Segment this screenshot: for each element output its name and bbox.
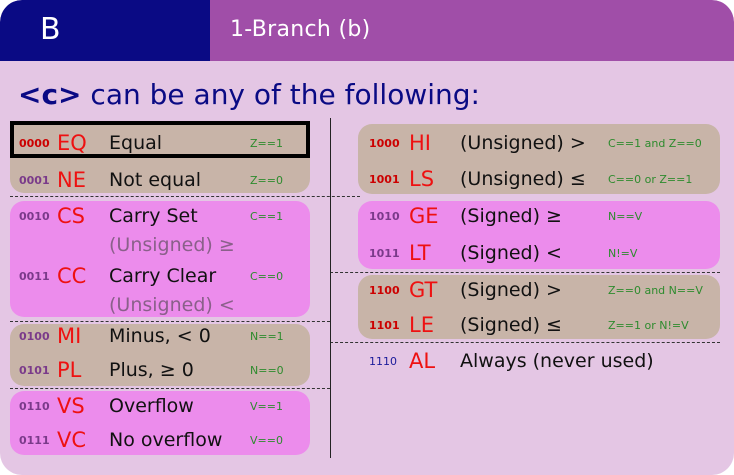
cond-flags: C==1 [250, 210, 284, 223]
cond-mnemonic: LS [409, 167, 435, 191]
selected-row-highlight [10, 121, 310, 158]
cond-desc: Plus, ≥ 0 [109, 359, 194, 381]
cond-code: 1001 [369, 173, 400, 186]
cond-code: 0010 [19, 210, 50, 223]
cond-mnemonic: MI [57, 324, 82, 348]
cond-desc: (Signed) > [460, 279, 562, 301]
cond-mnemonic: HI [409, 131, 431, 155]
cond-desc: Equal [109, 132, 163, 154]
header-title-block [210, 0, 734, 61]
cond-desc: (Unsigned) ≤ [460, 168, 586, 190]
cond-mnemonic: EQ [57, 131, 87, 155]
cond-mnemonic: GT [409, 278, 438, 302]
cond-mnemonic: VS [57, 394, 85, 418]
cond-desc: Overflow [109, 395, 194, 417]
group-gt-le [358, 275, 720, 339]
cond-desc-note: (Unsigned) < [109, 294, 235, 316]
cond-desc: No overflow [109, 429, 223, 451]
cond-flags: N!=V [608, 247, 638, 260]
group-cs-cc [10, 201, 310, 317]
cond-desc: Minus, < 0 [109, 325, 211, 347]
separator [10, 196, 360, 197]
cond-mnemonic: LE [409, 313, 434, 337]
cond-code: 1011 [369, 247, 400, 260]
cond-mnemonic: CC [57, 264, 87, 288]
separator [330, 342, 720, 343]
cond-desc: (Signed) ≤ [460, 314, 562, 336]
cond-code: 0000 [19, 137, 50, 150]
cond-flags: V==1 [250, 400, 283, 413]
cond-flags: Z==0 and N==V [608, 284, 703, 297]
header-title: 1-Branch (b) [230, 17, 371, 42]
group-mi-pl [10, 324, 310, 386]
cond-flags: N==0 [250, 364, 284, 377]
cond-mnemonic: NE [57, 168, 86, 192]
cond-code: 1100 [369, 284, 400, 297]
cond-desc: Carry Clear [109, 265, 217, 287]
group-hi-ls [358, 124, 720, 194]
group-ge-lt [358, 201, 720, 269]
cond-code: 1010 [369, 210, 400, 223]
column-divider [330, 118, 331, 458]
subtitle-code: <c> [18, 78, 82, 111]
cond-mnemonic: AL [409, 349, 436, 373]
cond-flags: Z==1 or N!=V [608, 319, 689, 332]
cond-desc: Always (never used) [460, 350, 654, 372]
group-vs-vc [10, 391, 310, 455]
cond-code: 0101 [19, 364, 50, 377]
cond-desc: (Unsigned) > [460, 132, 586, 154]
cond-code: 1000 [369, 137, 400, 150]
cond-desc: Not equal [109, 169, 202, 191]
cond-code: 1101 [369, 319, 400, 332]
cond-flags: Z==0 [250, 174, 283, 187]
header-letter-block [0, 0, 210, 61]
cond-flags: C==0 [250, 270, 284, 283]
header-letter: B [40, 12, 61, 47]
cond-desc: (Signed) < [460, 242, 562, 264]
cond-flags: V==0 [250, 434, 283, 447]
cond-flags: Z==1 [250, 137, 283, 150]
cond-code: 0110 [19, 400, 50, 413]
cond-desc: (Signed) ≥ [460, 205, 562, 227]
cond-desc-note: (Unsigned) ≥ [109, 234, 235, 256]
cond-code: 0100 [19, 330, 50, 343]
subtitle: <c> can be any of the following: [18, 78, 480, 112]
cond-code: 0111 [19, 434, 50, 447]
cond-flags: N==1 [250, 330, 284, 343]
separator [330, 272, 720, 273]
cond-mnemonic: CS [57, 204, 85, 228]
cond-code: 0001 [19, 174, 50, 187]
subtitle-rest: can be any of the following: [81, 78, 480, 111]
separator [10, 388, 330, 389]
cond-code: 0011 [19, 270, 50, 283]
cond-desc: Carry Set [109, 205, 198, 227]
cond-flags: C==1 and Z==0 [608, 137, 702, 150]
cond-mnemonic: GE [409, 204, 439, 228]
cond-flags: C==0 or Z==1 [608, 173, 693, 186]
cond-flags: N==V [608, 210, 643, 223]
cond-mnemonic: LT [409, 241, 431, 265]
cond-mnemonic: PL [57, 358, 82, 382]
separator [10, 321, 330, 322]
cond-mnemonic: VC [57, 428, 87, 452]
cond-code: 1110 [369, 355, 397, 368]
